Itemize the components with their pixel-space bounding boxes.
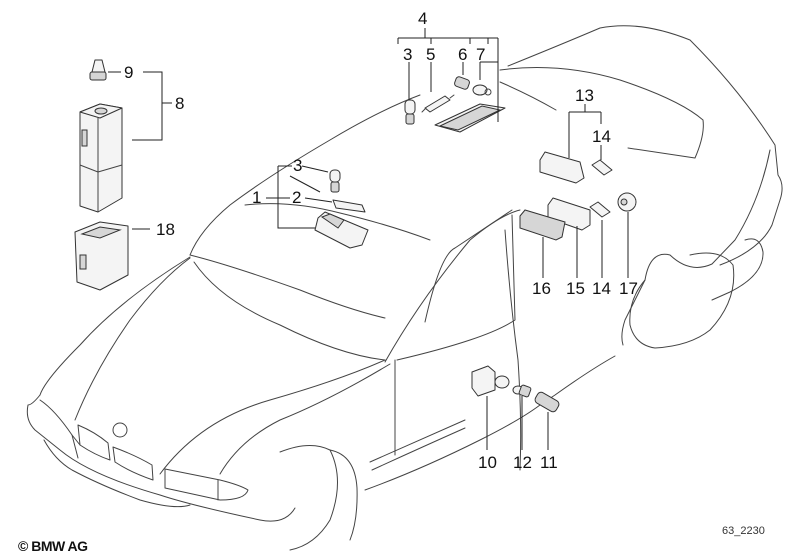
part-6-socket[interactable] — [454, 76, 471, 90]
part-1-lamp[interactable] — [314, 211, 369, 249]
callout-13: 13 — [575, 86, 594, 105]
drawing-code: 63_2230 — [722, 525, 765, 537]
part-3-bulb-top[interactable] — [404, 99, 416, 125]
callout-16: 16 — [532, 279, 551, 298]
callout-12: 12 — [513, 453, 532, 472]
callout-3-top: 3 — [403, 45, 412, 64]
callout-1: 1 — [252, 188, 261, 207]
callout-5: 5 — [426, 45, 435, 64]
callout-14-top: 14 — [592, 127, 611, 146]
part-17-grommet[interactable] — [617, 192, 637, 212]
callout-17: 17 — [619, 279, 638, 298]
part-5-festoon-bulb[interactable] — [421, 94, 455, 113]
part-4-lamp[interactable] — [434, 103, 506, 133]
callout-18: 18 — [156, 220, 175, 239]
part-14-bulb-lower[interactable] — [589, 201, 611, 218]
callout-10: 10 — [478, 453, 497, 472]
copyright-notice: © BMW AG — [18, 538, 88, 554]
part-10-lamp[interactable] — [471, 365, 510, 397]
callout-6: 6 — [458, 45, 467, 64]
leader-lines — [108, 28, 629, 450]
part-7-bulb[interactable] — [472, 84, 492, 96]
callout-3: 3 — [293, 156, 302, 175]
part-14-bulb-upper[interactable] — [591, 159, 613, 176]
callout-11: 11 — [540, 453, 558, 472]
callout-14-bottom: 14 — [592, 279, 611, 298]
callout-labels: 4 3 5 6 7 9 8 18 3 2 1 13 14 16 15 14 17… — [124, 9, 638, 472]
part-9-bulb[interactable] — [89, 59, 107, 81]
callout-9: 9 — [124, 63, 133, 82]
part-3-bulb[interactable] — [329, 169, 341, 193]
part-11-socket[interactable] — [534, 391, 561, 413]
part-8-flashlight[interactable] — [79, 103, 123, 213]
part-18-holder[interactable] — [74, 221, 129, 291]
part-12-bulb[interactable] — [512, 384, 532, 398]
callout-2: 2 — [292, 188, 301, 207]
callout-8: 8 — [175, 94, 184, 113]
part-16-lens[interactable] — [519, 209, 566, 241]
part-2-festoon-bulb[interactable] — [332, 199, 366, 213]
car-outline — [26, 25, 783, 551]
callout-7: 7 — [476, 45, 485, 64]
callout-4: 4 — [418, 9, 427, 28]
callout-15: 15 — [566, 279, 585, 298]
part-13-lamp[interactable] — [539, 151, 585, 184]
